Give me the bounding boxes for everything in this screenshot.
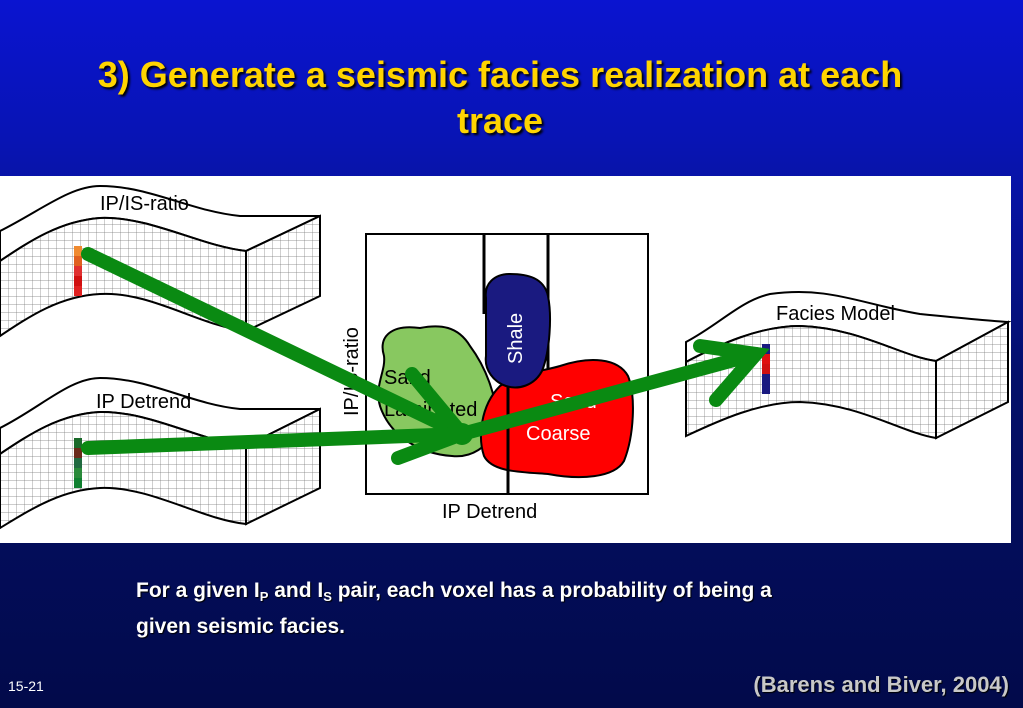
crossplot-y-label: IP/IS-ratio	[341, 327, 363, 416]
ip-detrend-block: IP Detrend	[0, 376, 321, 530]
caption-line-2: given seismic facies.	[136, 615, 345, 638]
arrow-ip-is-to-crossplot	[81, 247, 469, 441]
arrow-facies-head	[693, 339, 770, 407]
sample-point	[451, 423, 473, 445]
ip-detrend-label: IP Detrend	[96, 391, 191, 413]
sand-coarse-region	[480, 359, 634, 479]
crossplot-x-label: IP Detrend	[442, 501, 537, 523]
arrow-ip-detrend-to-crossplot	[81, 427, 469, 455]
ip-is-ratio-block: IP/IS-ratio	[0, 184, 321, 338]
ip-is-ratio-trace	[74, 246, 82, 296]
caption-line-1: For a given IP and IS pair, each voxel h…	[136, 579, 772, 604]
ip-detrend-trace	[74, 438, 82, 488]
caption: For a given IP and IS pair, each voxel h…	[136, 573, 956, 645]
arrow-crossplot-to-facies	[455, 347, 763, 441]
sand-coarse-label-2: Coarse	[526, 423, 590, 445]
crossplot: Sand Laminated Shale Sand Coarse IP Detr…	[341, 233, 649, 523]
diagram-panel: IP/IS-ratio IP Detrend Sand	[0, 176, 1011, 543]
title-line-2: trace	[456, 100, 544, 141]
workflow-diagram: IP/IS-ratio IP Detrend Sand	[0, 184, 1011, 530]
shale-region	[484, 272, 551, 389]
facies-model-label: Facies Model	[776, 303, 895, 325]
shale-label: Shale	[505, 313, 527, 364]
ip-is-ratio-label: IP/IS-ratio	[100, 193, 189, 215]
citation: (Barens and Biver, 2004)	[753, 672, 1009, 697]
slide-title: 3) Generate a seismic facies realization…	[0, 52, 1000, 144]
page-number: 15-21	[8, 678, 44, 694]
workflow-arrows	[81, 247, 770, 465]
title-line-1: 3) Generate a seismic facies realization…	[97, 54, 903, 95]
